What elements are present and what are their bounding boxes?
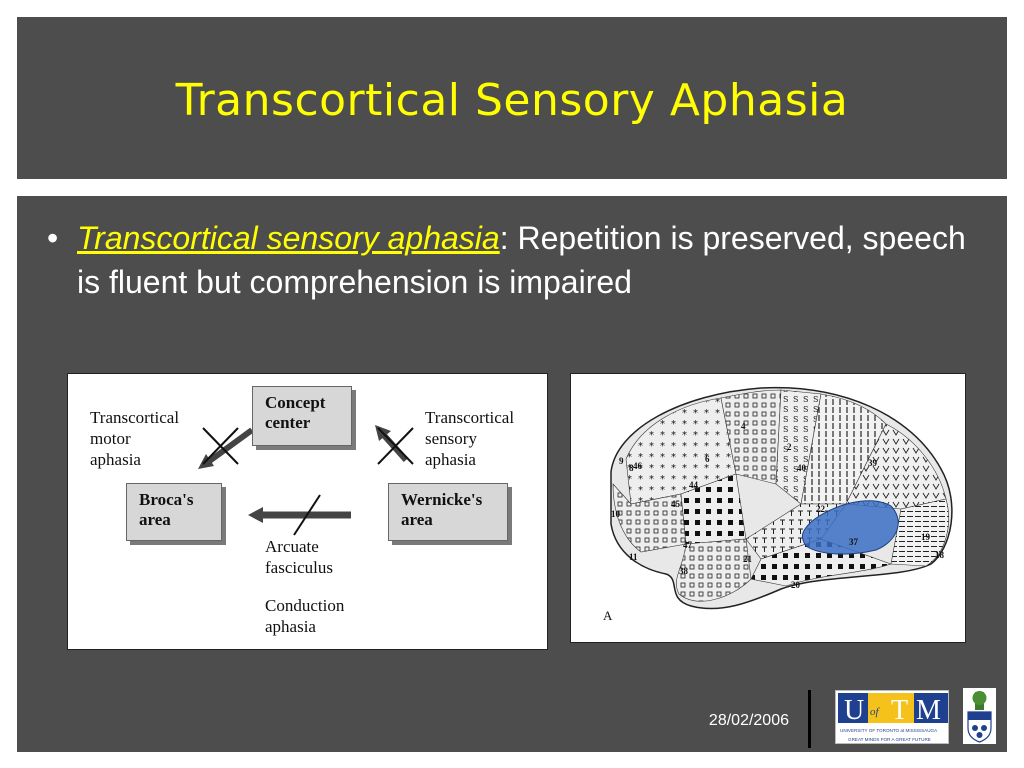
panel-label-a: A (603, 608, 613, 623)
tc-motor-line-3: aphasia (90, 450, 141, 469)
arrowhead-icon (248, 507, 263, 523)
wernickes-line-1: Wernicke's (401, 490, 483, 509)
term-separator: : (499, 220, 509, 256)
footer-divider (808, 690, 811, 748)
wernickes-line-2: area (401, 510, 433, 529)
slide-title: Transcortical Sensory Aphasia (175, 75, 849, 126)
area-number-label: 47 (683, 540, 693, 550)
tc-sensory-label: Transcortical sensory aphasia (425, 407, 514, 470)
area-number-label: 11 (629, 552, 638, 562)
utm-logo: U of T M UNIVERSITY OF TORONTO at MISSIS… (835, 690, 949, 744)
area-number-label: 8 (629, 463, 634, 473)
area-number-label: 18 (935, 550, 945, 560)
area-number-label: 21 (743, 554, 753, 564)
brain-map-image: S * (603, 386, 953, 623)
aphasia-diagram: Concept center Broca's area Wernicke's a… (67, 373, 548, 650)
arcuate-line-2: fasciculus (265, 558, 333, 577)
svg-text:of: of (870, 706, 881, 718)
area-number-label: 22 (816, 504, 826, 514)
brain-map-panel: S * (570, 373, 966, 643)
content-area: • Transcortical sensory aphasia: Repetit… (17, 196, 1007, 752)
wernickes-area-box: Wernicke's area (388, 483, 508, 541)
area-number-label: 10 (611, 509, 621, 519)
conduction-line-1: Conduction (265, 596, 345, 615)
area-number-label: 19 (921, 532, 931, 542)
area-number-label: 4 (741, 421, 746, 431)
concept-line-2: center (265, 413, 311, 432)
conduction-line-2: aphasia (265, 617, 316, 636)
area-number-label: 37 (849, 537, 859, 547)
area-number-label: 2 (787, 442, 792, 452)
svg-text:GREAT MINDS FOR A GREAT FUTURE: GREAT MINDS FOR A GREAT FUTURE (848, 737, 931, 742)
area-number-label: 39 (868, 458, 878, 468)
area-number-label: 44 (689, 480, 699, 490)
conduction-label: Conduction aphasia (265, 595, 344, 637)
area-number-label: 40 (797, 463, 807, 473)
area-number-label: 38 (679, 566, 689, 576)
utm-logo-icon: U of T M UNIVERSITY OF TORONTO at MISSIS… (838, 693, 948, 742)
diagram-arrows (198, 425, 414, 536)
area-number-label: 45 (671, 499, 681, 509)
cross-arcuate-icon (293, 494, 321, 536)
arcuate-label: Arcuate fasciculus (265, 536, 333, 578)
title-band: Transcortical Sensory Aphasia (17, 17, 1007, 179)
tc-sensory-line-3: aphasia (425, 450, 476, 469)
brocas-line-2: area (139, 510, 171, 529)
term-link[interactable]: Transcortical sensory aphasia (77, 220, 500, 256)
slide-date: 28/02/2006 (708, 712, 789, 729)
area-number-label: 20 (791, 580, 801, 590)
bullet-description: Repetition is preserved, speech is fluen… (77, 220, 966, 300)
highlighted-region (801, 500, 899, 555)
concept-center-box: Concept center (252, 386, 352, 446)
brocas-line-1: Broca's (139, 490, 194, 509)
tc-motor-line-1: Transcortical (90, 408, 180, 427)
svg-text:T: T (891, 695, 908, 726)
bullet-dot-icon: • (47, 220, 59, 256)
tc-motor-line-2: motor (90, 429, 131, 448)
tc-sensory-line-2: sensory (425, 429, 477, 448)
svg-text:UNIVERSITY OF TORONTO at MISSI: UNIVERSITY OF TORONTO at MISSISSAUGA (840, 728, 938, 733)
bullet-text: Transcortical sensory aphasia: Repetitio… (77, 216, 977, 304)
area-number-label: 6 (705, 454, 710, 464)
svg-text:M: M (916, 695, 941, 726)
tc-motor-label: Transcortical motor aphasia (90, 407, 179, 470)
svg-text:U: U (844, 695, 864, 726)
concept-to-broca-arrow (202, 427, 254, 468)
area-number-label: 46 (633, 461, 643, 471)
arcuate-line-1: Arcuate (265, 537, 319, 556)
tc-sensory-line-1: Transcortical (425, 408, 515, 427)
area-number-labels: 8 9 10 11 44 45 46 47 38 21 20 22 37 39 … (611, 421, 945, 590)
area-number-label: 9 (619, 456, 624, 466)
university-crest-icon (963, 688, 996, 744)
brocas-area-box: Broca's area (126, 483, 222, 541)
concept-line-1: Concept (265, 393, 326, 412)
